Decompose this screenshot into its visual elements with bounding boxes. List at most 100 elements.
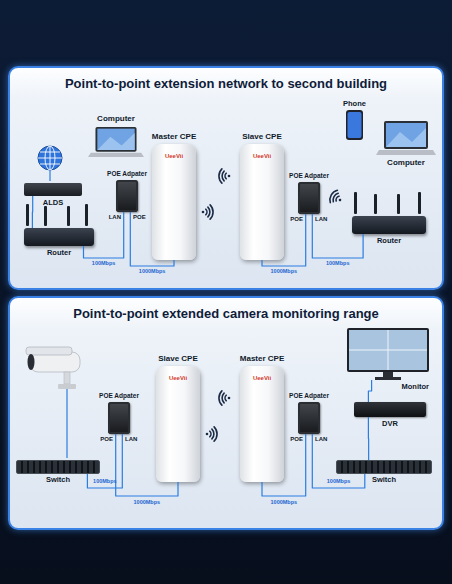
switch-box: Switch	[16, 460, 100, 474]
phone-body	[346, 110, 363, 140]
device-label: Master CPE	[152, 133, 196, 141]
scenario-panel: Point-to-point extension network to seco…	[8, 66, 444, 290]
device-label: Switch	[372, 476, 396, 484]
monitor-foot	[375, 377, 401, 380]
antenna	[67, 206, 70, 226]
camera-grid	[349, 330, 427, 370]
port-label: POE	[290, 436, 303, 442]
scenario-panel: Point-to-point extended camera monitorin…	[8, 296, 444, 530]
network-cable	[130, 212, 174, 266]
poe-adapter: POE AdpaterPOELAN	[298, 182, 320, 214]
device-label: Slave CPE	[242, 133, 282, 141]
phone-drawing	[346, 110, 363, 140]
monitor-stand	[383, 372, 393, 377]
router-antennas	[26, 192, 421, 226]
laptop-lid	[95, 127, 136, 152]
panel-heading: Point-to-point extended camera monitorin…	[10, 307, 442, 320]
laptop-base	[376, 150, 436, 155]
poe-adapter: POE AdpaterPOELAN	[298, 402, 320, 434]
wifi-arcs	[206, 205, 213, 219]
port-label: LAN	[109, 214, 121, 220]
device-label: Slave CPE	[158, 355, 198, 363]
device-label: POE Adpater	[289, 393, 329, 400]
laptop-lid	[384, 121, 428, 149]
antenna	[44, 206, 47, 226]
laptop-screen	[97, 129, 134, 150]
device-label: Router	[47, 249, 71, 257]
network-cable	[368, 380, 371, 402]
camera-hood	[26, 347, 72, 355]
internet-globe	[38, 146, 62, 170]
brand-logo: UeeVii	[156, 375, 200, 381]
router-box: Router	[352, 216, 426, 234]
antenna	[418, 192, 421, 214]
router-box: Router	[24, 228, 94, 246]
computer-icon: Computer	[88, 126, 144, 158]
laptop-drawing	[88, 126, 144, 158]
device-label: POE Adpater	[107, 171, 147, 178]
monitor-icon: Monitor	[347, 328, 429, 380]
wifi-arcs	[219, 391, 226, 405]
port-label: LAN	[125, 436, 137, 442]
phone-screen	[348, 112, 362, 138]
device-label: Switch	[46, 476, 70, 484]
wifi-symbol	[202, 205, 213, 219]
cpe-unit: Master CPEUeeVii	[152, 144, 196, 260]
globe-equator	[38, 158, 62, 159]
globe-meridian	[45, 146, 55, 170]
dvr-box: DVR	[354, 402, 426, 417]
network-cable	[116, 434, 178, 496]
port-label: POE	[133, 214, 146, 220]
computer-icon: Computer	[376, 120, 436, 156]
network-cable	[262, 214, 306, 266]
globe-meridian	[50, 146, 51, 170]
wifi-symbol	[219, 391, 230, 405]
network-cable	[368, 417, 369, 460]
antenna	[354, 192, 357, 214]
device-label: Computer	[97, 115, 135, 123]
device-label: Phone	[343, 100, 366, 108]
network-cable	[262, 434, 306, 496]
port-label: LAN	[315, 216, 327, 222]
network-cable	[87, 434, 122, 488]
device-label: DVR	[382, 420, 398, 428]
wifi-symbol	[206, 427, 217, 441]
laptop-base	[88, 153, 144, 157]
monitor-drawing	[347, 328, 429, 380]
wifi-dot	[228, 175, 231, 178]
wifi-symbol	[219, 169, 230, 183]
phone-icon: Phone	[346, 110, 363, 140]
device-label: Master CPE	[240, 355, 284, 363]
antenna	[397, 194, 400, 214]
network-cable	[312, 434, 365, 488]
wifi-arcs	[219, 169, 226, 183]
wifi-dot	[202, 211, 205, 214]
camera-body	[30, 352, 80, 372]
security-camera	[26, 347, 80, 389]
wifi-arcs	[210, 427, 217, 441]
device-label: Router	[377, 237, 401, 245]
device-label: POE Adpater	[99, 393, 139, 400]
screen-wallpaper	[386, 128, 426, 147]
camera-mount	[58, 384, 76, 389]
cpe-unit: Slave CPEUeeVii	[240, 144, 284, 260]
port-label: POE	[100, 436, 113, 442]
wifi-dot	[338, 198, 342, 202]
poe-adapter: POE AdpaterPOELAN	[108, 402, 130, 434]
modem-box: ALDS	[24, 183, 82, 196]
monitor-screen	[349, 330, 427, 370]
laptop-screen	[386, 123, 426, 147]
internet-cable	[49, 170, 50, 181]
device-label: ALDS	[43, 199, 63, 207]
poe-adapter: POE AdpaterLANPOE	[116, 180, 138, 212]
antenna	[26, 204, 29, 226]
brand-logo: UeeVii	[240, 375, 284, 381]
antenna	[85, 204, 88, 226]
device-label: Computer	[387, 159, 425, 167]
device-label: Monitor	[402, 383, 430, 391]
wifi-dot	[228, 397, 231, 400]
camera-lens	[28, 354, 35, 370]
cpe-unit: Master CPEUeeVii	[240, 366, 284, 482]
screen-wallpaper	[97, 133, 134, 150]
